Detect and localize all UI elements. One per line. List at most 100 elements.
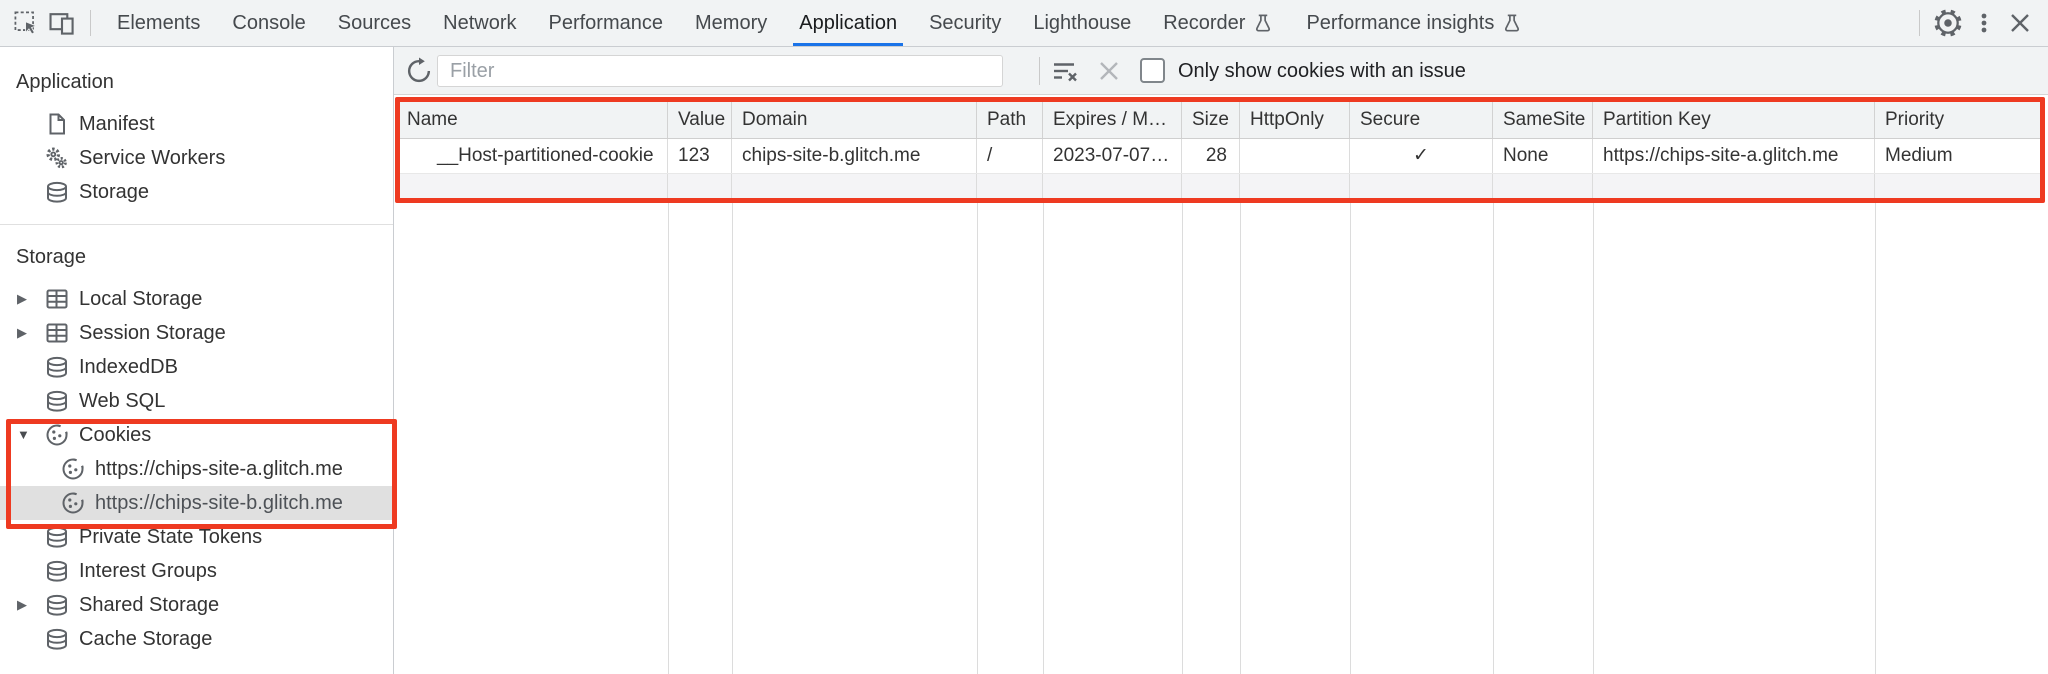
kebab-menu-icon bbox=[1971, 10, 1997, 36]
experiment-flask-icon bbox=[1252, 12, 1274, 34]
column-header-httponly[interactable]: HttpOnly bbox=[1240, 102, 1350, 138]
database-icon bbox=[44, 592, 70, 618]
gear-icon bbox=[1932, 7, 1964, 39]
tab-security[interactable]: Security bbox=[929, 11, 1002, 34]
column-header-size[interactable]: Size bbox=[1182, 102, 1240, 138]
column-header-value[interactable]: Value bbox=[668, 102, 732, 138]
toggle-device-toolbar-button[interactable] bbox=[44, 5, 80, 41]
clear-all-button[interactable] bbox=[1094, 56, 1124, 86]
database-icon bbox=[44, 179, 70, 205]
clear-filter-icon bbox=[1050, 56, 1080, 86]
device-toolbar-icon bbox=[47, 8, 77, 38]
database-icon bbox=[44, 388, 70, 414]
chevron-right-icon[interactable]: ▶ bbox=[17, 325, 27, 340]
filter-input[interactable] bbox=[437, 55, 1003, 87]
sidebar-section-application: Application bbox=[16, 71, 114, 93]
database-icon bbox=[44, 626, 70, 652]
sidebar-item-interest-groups[interactable]: Interest Groups bbox=[0, 554, 393, 588]
chevron-right-icon[interactable]: ▶ bbox=[17, 291, 27, 306]
panel-tabs: Elements Console Sources Network Perform… bbox=[101, 0, 1539, 46]
document-icon bbox=[44, 111, 70, 137]
database-icon bbox=[44, 558, 70, 584]
cell-value: 123 bbox=[668, 139, 732, 173]
close-devtools-button[interactable] bbox=[2002, 5, 2038, 41]
column-header-samesite[interactable]: SameSite bbox=[1493, 102, 1593, 138]
cookies-toolbar: Only show cookies with an issue bbox=[394, 47, 2048, 95]
toolbar-divider bbox=[1039, 57, 1040, 85]
tab-network[interactable]: Network bbox=[443, 11, 517, 34]
column-header-priority[interactable]: Priority bbox=[1885, 109, 1945, 130]
application-sidebar: Application Manifest Service Workers bbox=[0, 47, 394, 674]
sidebar-item-storage[interactable]: Storage bbox=[0, 175, 393, 209]
sidebar-item-service-workers[interactable]: Service Workers bbox=[0, 141, 393, 175]
close-icon bbox=[2007, 10, 2033, 36]
refresh-icon bbox=[404, 56, 434, 86]
column-header-secure[interactable]: Secure bbox=[1350, 102, 1493, 138]
cell-domain: chips-site-b.glitch.me bbox=[732, 139, 977, 173]
chevron-down-icon[interactable]: ▼ bbox=[17, 427, 30, 442]
sidebar-item-private-state-tokens[interactable]: Private State Tokens bbox=[0, 520, 393, 554]
inspect-element-button[interactable] bbox=[8, 5, 44, 41]
tab-memory[interactable]: Memory bbox=[695, 11, 768, 34]
tab-performance-insights[interactable]: Performance insights bbox=[1290, 0, 1539, 46]
sidebar-divider bbox=[0, 224, 393, 225]
tab-lighthouse[interactable]: Lighthouse bbox=[1033, 11, 1132, 34]
settings-button[interactable] bbox=[1930, 5, 1966, 41]
table-grid-icon bbox=[44, 320, 70, 346]
only-issues-label: Only show cookies with an issue bbox=[1178, 60, 1466, 82]
cookies-table: Name Value Domain Path Expires / M… Size… bbox=[397, 102, 2045, 200]
sidebar-item-cookies-chips-site-a[interactable]: https://chips-site-a.glitch.me bbox=[0, 452, 393, 486]
toolbar-divider bbox=[90, 10, 91, 36]
toolbar-divider bbox=[1919, 10, 1920, 36]
sidebar-item-manifest[interactable]: Manifest bbox=[0, 107, 393, 141]
cookies-panel: Only show cookies with an issue Name Val… bbox=[394, 47, 2048, 674]
only-issues-checkbox[interactable] bbox=[1140, 58, 1165, 83]
refresh-button[interactable] bbox=[402, 54, 436, 88]
sidebar-item-indexeddb[interactable]: IndexedDB bbox=[0, 350, 393, 384]
table-grid-lines bbox=[397, 203, 2045, 674]
sidebar-section-storage: Storage bbox=[16, 246, 87, 268]
tab-application[interactable]: Application bbox=[783, 0, 913, 46]
more-options-button[interactable] bbox=[1966, 5, 2002, 41]
cookie-icon bbox=[60, 456, 86, 482]
chevron-right-icon[interactable]: ▶ bbox=[17, 597, 27, 612]
sidebar-item-session-storage[interactable]: ▶ Session Storage bbox=[0, 316, 393, 350]
table-grid-icon bbox=[44, 286, 70, 312]
devtools-tab-bar: Elements Console Sources Network Perform… bbox=[0, 0, 2048, 47]
tab-performance[interactable]: Performance bbox=[548, 11, 664, 34]
sidebar-item-cache-storage[interactable]: Cache Storage bbox=[0, 622, 393, 656]
table-empty-row[interactable] bbox=[397, 174, 2045, 200]
cell-path: / bbox=[977, 139, 1043, 173]
x-clear-icon bbox=[1094, 56, 1124, 86]
tab-recorder[interactable]: Recorder bbox=[1147, 0, 1290, 46]
sidebar-item-cookies-chips-site-b[interactable]: https://chips-site-b.glitch.me bbox=[0, 486, 393, 520]
tab-console[interactable]: Console bbox=[232, 11, 306, 34]
cookie-icon bbox=[60, 490, 86, 516]
sidebar-item-web-sql[interactable]: Web SQL bbox=[0, 384, 393, 418]
cell-expires: 2023-07-07… bbox=[1043, 139, 1182, 173]
inspect-icon bbox=[11, 8, 41, 38]
clear-filter-button[interactable] bbox=[1050, 56, 1080, 86]
column-header-path[interactable]: Path bbox=[977, 102, 1043, 138]
column-header-domain[interactable]: Domain bbox=[732, 102, 977, 138]
sidebar-item-local-storage[interactable]: ▶ Local Storage bbox=[0, 282, 393, 316]
cookie-icon bbox=[44, 422, 70, 448]
cell-size: 28 bbox=[1182, 139, 1240, 173]
database-icon bbox=[44, 354, 70, 380]
column-header-partition-key[interactable]: Partition Key bbox=[1593, 102, 1875, 138]
database-icon bbox=[44, 524, 70, 550]
cell-secure-checkmark: ✓ bbox=[1350, 139, 1493, 173]
sidebar-item-cookies[interactable]: ▼ Cookies bbox=[0, 418, 393, 452]
tab-elements[interactable]: Elements bbox=[117, 11, 201, 34]
cell-priority: Medium bbox=[1885, 145, 1953, 166]
cell-partition-key: https://chips-site-a.glitch.me bbox=[1593, 139, 1875, 173]
cell-samesite: None bbox=[1493, 139, 1593, 173]
tab-sources[interactable]: Sources bbox=[337, 11, 412, 34]
cookie-row[interactable]: __Host-partitioned-cookie 123 chips-site… bbox=[397, 139, 2045, 174]
experiment-flask-icon bbox=[1501, 12, 1523, 34]
table-header-row: Name Value Domain Path Expires / M… Size… bbox=[397, 102, 2045, 139]
column-header-name[interactable]: Name bbox=[397, 102, 668, 138]
gears-icon bbox=[44, 145, 70, 171]
column-header-expires[interactable]: Expires / M… bbox=[1043, 102, 1182, 138]
sidebar-item-shared-storage[interactable]: ▶ Shared Storage bbox=[0, 588, 393, 622]
